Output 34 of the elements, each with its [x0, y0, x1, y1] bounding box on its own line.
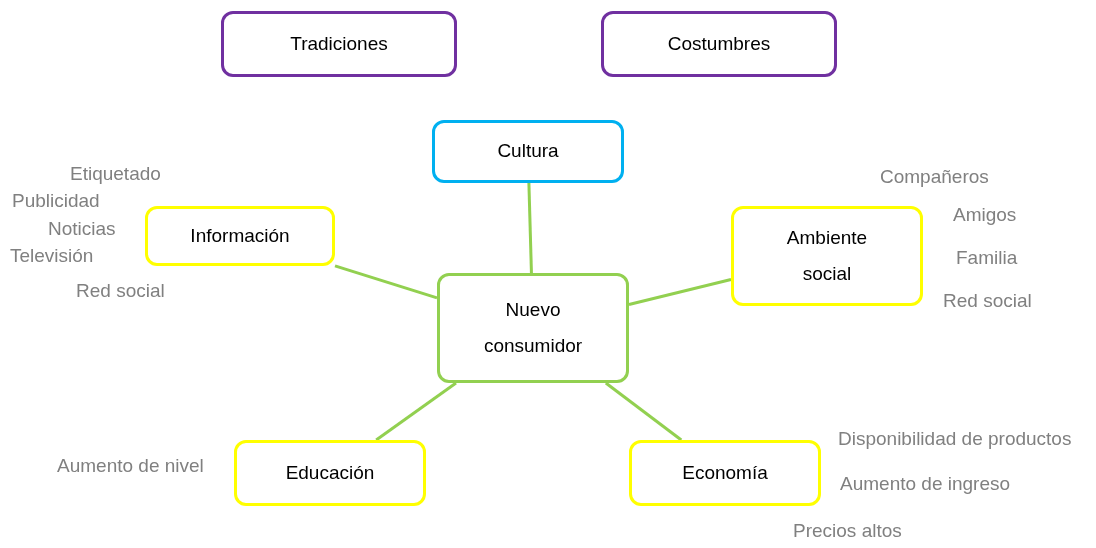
node-label: Ambiente social	[785, 225, 869, 286]
factor-label: Etiquetado	[70, 163, 161, 185]
topic-box	[145, 206, 335, 266]
factor-label: Compañeros	[880, 166, 989, 188]
node-label: Tradiciones	[289, 31, 389, 56]
factor-label: Amigos	[953, 204, 1017, 226]
connector-line	[527, 182, 533, 274]
node-label: Economía	[681, 460, 769, 485]
factor-label: Familia	[956, 247, 1018, 269]
connector-line	[375, 381, 457, 442]
node-label: Educación	[284, 460, 376, 485]
topic-box	[601, 11, 837, 77]
topic-box	[629, 440, 821, 506]
factor-label: Aumento de nivel	[57, 455, 204, 477]
factor-label: Publicidad	[12, 190, 100, 212]
topic-box	[221, 11, 457, 77]
factor-label: Precios altos	[793, 520, 902, 542]
connector-line	[628, 278, 732, 306]
node-label: Nuevo consumidor	[482, 297, 584, 358]
factor-label: Aumento de ingreso	[840, 473, 1011, 495]
factor-label: Red social	[76, 280, 165, 302]
node-label: Costumbres	[666, 31, 772, 56]
topic-box	[234, 440, 426, 506]
topic-box	[437, 273, 629, 383]
factor-label: Televisión	[10, 245, 94, 267]
connector-line	[604, 381, 683, 442]
node-label: Cultura	[496, 139, 560, 164]
connector-line	[334, 264, 438, 300]
topic-box	[731, 206, 923, 306]
factor-label: Disponibilidad de productos	[838, 428, 1072, 450]
node-label: Información	[189, 223, 291, 248]
factor-label: Noticias	[48, 218, 116, 240]
topic-box	[432, 120, 624, 183]
factor-label: Red social	[943, 290, 1032, 312]
